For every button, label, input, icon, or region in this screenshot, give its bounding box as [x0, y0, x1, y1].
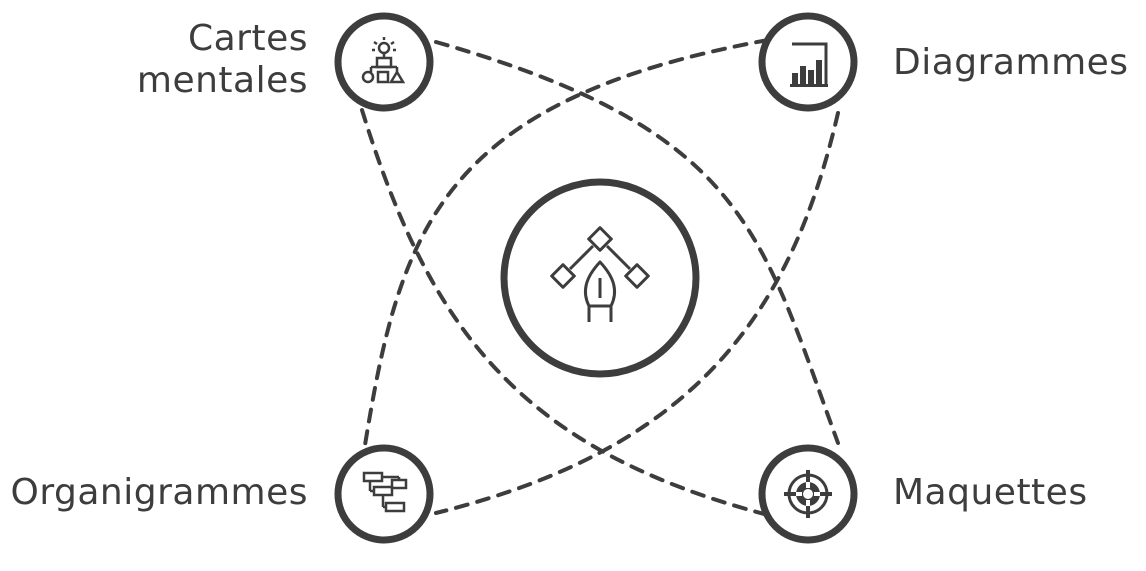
mind-map-icon — [361, 37, 406, 84]
target-icon — [784, 470, 832, 518]
connector-tl-br-lower — [360, 108, 770, 517]
connector-tr-bl — [363, 38, 770, 447]
node-organigrammes — [334, 444, 434, 544]
bar-chart-icon — [790, 42, 828, 87]
flowchart-icon — [362, 471, 408, 513]
label-cartes-mentales: Cartes mentales — [136, 18, 308, 102]
label-organigrammes: Organigrammes — [10, 472, 308, 513]
label-diagrammes: Diagrammes — [893, 42, 1129, 83]
center-node — [500, 178, 700, 378]
node-maquettes — [758, 444, 858, 544]
node-diagrammes — [758, 12, 858, 112]
label-maquettes: Maquettes — [893, 472, 1088, 513]
connector-tr-bl-lower — [434, 111, 840, 515]
vector-pen-tool-icon — [550, 226, 650, 322]
connector-tl-br — [434, 40, 840, 445]
node-cartes-mentales — [334, 12, 434, 112]
